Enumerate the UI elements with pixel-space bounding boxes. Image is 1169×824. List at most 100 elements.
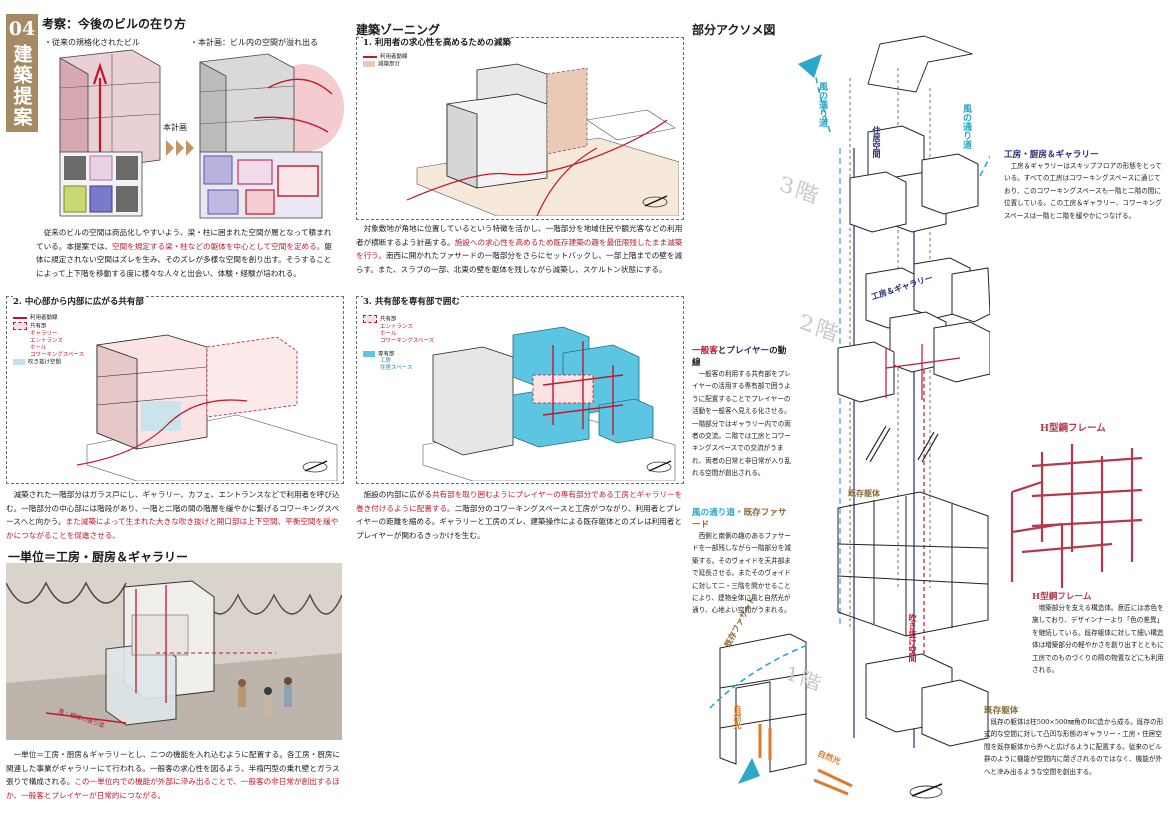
legend-item: 住居スペース [380, 365, 413, 371]
legend-item: 共有部 [380, 316, 397, 323]
unit-para-1: この一単位内での機能が外部に滲み出ることで、一般客の非日常が創出するほか、一般客… [6, 777, 340, 800]
study-caption-left: ・従来の規格化されたビル [44, 38, 140, 47]
zoning-heading: 建築ゾーニング [356, 23, 441, 37]
existing-facade [719, 633, 807, 773]
wind-arrow-top-icon [798, 54, 990, 177]
unit-para-0: 一単位＝工房・厨房＆ギャラリーとし、二つの機能を入れ込むように配置する。各工房・… [6, 750, 341, 787]
study-arrow [166, 140, 194, 156]
legend-item: 減築部分 [378, 61, 401, 68]
legend-item: ホール [30, 344, 47, 351]
section-title: 建築提案 [10, 44, 33, 128]
zoning-para-1-2: 南西に開かれたファサードの一階部分をさらにセットバックし、一部上階までの壁を減ら… [356, 251, 683, 274]
zoning-para-2-0: 減築された一階部分はガラス戸にし、ギャラリー、カフェ、エントランスなどで利用者を… [6, 490, 340, 527]
legend-item: エントランス [380, 323, 413, 330]
zoning-para-3-1: 共有部を取り囲むようにプレイヤーの専有部分である工房とギャラリーを巻き付けるよう… [356, 490, 683, 513]
zoning-para-2: 減築された一階部分はガラス戸にし、ギャラリー、カフェ、エントランスなどで利用者を… [6, 488, 342, 542]
zoning-panel-1: 1. 利用者の求心性を高めるための減築 利用者動線 減築部分 [356, 36, 684, 220]
annotation-circulation-text: 一般客の利用する共有部をプレイヤーの活用する専有部で囲うように配置することでプレ… [692, 370, 791, 478]
legend-item: ホール [380, 330, 397, 337]
study-paragraph: 従来のビルの空間は商品化しやすいよう、梁・柱に囲まれた空間が層となって積まれてい… [36, 226, 334, 280]
zoning-para-2-1: また減築によって生まれた大きな吹き抜けと開口部は上下空間、平衡空間を緩やかにつな… [6, 517, 339, 540]
legend-box-icon [363, 315, 377, 323]
zoning-panel-2-legend: 利用者動線 共有部 ギャラリー エントランス ホール コワーキングスペース 吹き… [13, 315, 84, 366]
conventional-building [59, 49, 161, 171]
wind-arrow-bottom-icon [709, 643, 811, 784]
proposed-building [199, 53, 344, 171]
annotation-existing-frame-text: 既存の躯体は柱500×500㎜角のRC造から成る。既存の形式的な空間に対して凸凹… [984, 718, 1164, 776]
section-number: 04 [8, 18, 36, 40]
annotation-workshop: 工房・厨房＆ギャラリー 工房＆ギャラリーはスキップフロアの形態をとっている。すべ… [1004, 148, 1164, 222]
natural-light-arrows [758, 724, 853, 796]
unit-paragraph: 一単位＝工房・厨房＆ギャラリーとし、二つの機能を入れ込むように配置する。各工房・… [6, 748, 342, 802]
zoning-panel-3: 3. 共有部を専有部で囲む 共有部 エントランス ホール コワーキングスペース … [356, 295, 684, 484]
unit-render [6, 563, 342, 740]
north-arrow-icon [642, 195, 668, 208]
wind-label-left: 風の通り道 [817, 82, 827, 127]
zoning-axo-3 [422, 326, 676, 481]
natural-light-label: 自然光 [733, 705, 743, 729]
conventional-plan [59, 151, 143, 217]
zoning-para-3: 施設の内部に広がる共有部を取り囲むようにプレイヤーの専有部分である工房とギャラリ… [356, 488, 684, 542]
zoning-para-1-0: 対象敷地が角地に位置しているという特徴を活かし、一階部分を地域住民や観光客などの… [356, 224, 683, 247]
existing-frame [837, 491, 989, 637]
zoning-para-3-2: 二階部分のコワーキングスペースと工房がつながり、利用者とプレイヤーの距離を縮める… [356, 503, 682, 540]
h-frame-label: H型鋼フレーム [1040, 423, 1106, 434]
people-figures [238, 677, 292, 715]
zoning-para-3-0: 施設の内部に広がる [356, 490, 432, 499]
h-frame-drawing [1010, 444, 1143, 588]
title-part: 一般客 [692, 346, 718, 356]
annotation-h-frame: H型鋼フレーム 増築部分を支える構造体。意匠には赤色を施しており、デザインナーよ… [1032, 590, 1164, 676]
annotation-h-frame-text: 増築部分を支える構造体。意匠には赤色を施しており、デザインナーより「色の差異」を… [1032, 604, 1164, 675]
annotation-workshop-title: 工房・厨房＆ギャラリー [1004, 150, 1099, 160]
annotation-wind-text: 西側と南側の趣のあるファサードを一部残しながら一階部分を減築する。そのヴォイドを… [692, 532, 791, 615]
study-para-0: 従来のビルの空間は商品化しやすいよう、梁・柱に囲まれた空間が層となって積まれてい… [36, 228, 332, 251]
title-part: と [717, 346, 727, 356]
floor-1-volumes [865, 653, 989, 747]
annotation-h-frame-title: H型鋼フレーム [1032, 592, 1092, 602]
legend-item: 工房 [380, 358, 392, 364]
zoning-para-1: 対象敷地が角地に位置しているという特徴を活かし、一階部分を地域住民や観光客などの… [356, 222, 684, 276]
legend-box-icon [363, 350, 375, 357]
annotation-circulation: 一般客とプレイヤーの動線 一般客の利用する共有部をプレイヤーの活用する専有部で囲… [692, 344, 792, 480]
zoning-para-1-1: 施設への求心性を高めるため既存建築の趣を最低限残したまま減築を行う。 [356, 237, 683, 261]
legend-item: 吹き抜け空間 [28, 359, 62, 365]
gallery-curtains [6, 581, 342, 615]
unit-heading: 一単位＝工房・厨房＆ギャラリー [8, 550, 189, 564]
annotation-existing-frame: 既存躯体 既存の躯体は柱500×500㎜角のRC造から成る。既存の形式的な空間に… [984, 704, 1164, 778]
wind-label-right: 風の通り道 [961, 104, 971, 149]
stairs-icon [865, 425, 939, 463]
axo-heading: 部分アクソメ図 [692, 23, 776, 37]
legend-box-icon [363, 61, 375, 67]
title-part: プレイヤー [726, 346, 770, 356]
title-part: 風の通り道・ [692, 508, 744, 518]
annotation-wind-title: 風の通り道・既存ファサード [692, 506, 792, 530]
title-part: の動線 [692, 346, 787, 368]
study-caption-right: ・本計画：ビル内の空間が溢れ出る [190, 38, 318, 47]
legend-item: コワーキングスペース [380, 337, 435, 344]
legend-line-icon [13, 316, 27, 319]
section-tab: 04 建築提案 [6, 14, 38, 132]
stair-void-label: 吹き抜け空間 [908, 614, 918, 662]
floor-3-units [849, 125, 979, 233]
north-arrow-icon [909, 783, 943, 799]
proposed-plan [199, 151, 323, 219]
legend-item: コワーキングスペース [30, 351, 85, 358]
legend-item: ギャラリー [30, 330, 58, 337]
annotation-circulation-title: 一般客とプレイヤーの動線 [692, 344, 792, 368]
residence-label: 住居空間 [872, 126, 882, 158]
legend-item: 専有部 [378, 351, 395, 357]
legend-line-icon [363, 55, 377, 58]
study-arrow-label: 本計画 [163, 123, 187, 132]
zoning-panel-2-title: 2. 中心部から内部に広がる共有部 [13, 295, 144, 307]
zoning-panel-1-title: 1. 利用者の求心性を高めるための減築 [363, 36, 511, 48]
study-heading: 考察：今後のビルの在り方 [42, 17, 187, 31]
existing-frame-label: 既存躯体 [848, 488, 880, 498]
north-arrow-icon [646, 460, 672, 473]
legend-item: 利用者動線 [380, 54, 408, 60]
study-illustration [59, 49, 344, 219]
zoning-panel-3-title: 3. 共有部を専有部で囲む [363, 295, 460, 307]
north-arrow-icon [302, 460, 328, 473]
annotation-wind: 風の通り道・既存ファサード 西側と南側の趣のあるファサードを一部残しながら一階部… [692, 506, 792, 617]
legend-box-icon [13, 358, 25, 365]
annotation-existing-frame-title: 既存躯体 [984, 706, 1019, 716]
